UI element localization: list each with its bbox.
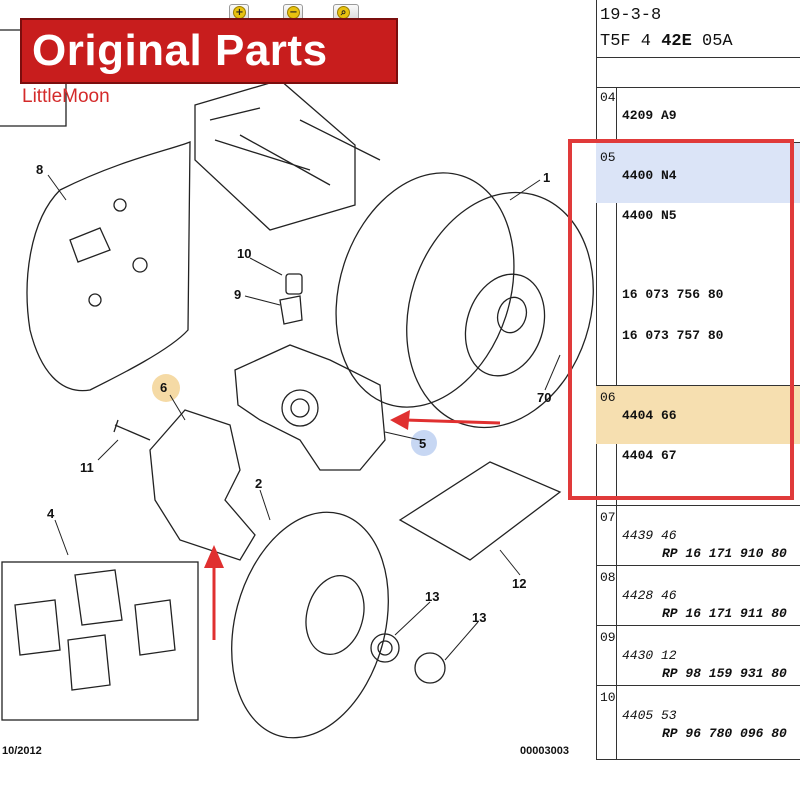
row-06-num: 06 [600, 390, 616, 405]
brake-caliper [234, 344, 386, 471]
pad-shims [398, 461, 562, 561]
banner-title: Original Parts [32, 26, 328, 75]
part-ref-rp[interactable]: RP 16 171 911 80 [662, 606, 787, 621]
brake-disc-front [231, 511, 389, 739]
part-ref[interactable]: 16 073 757 80 [622, 328, 724, 343]
part-ref-rp[interactable]: RP 96 780 096 80 [662, 726, 787, 741]
part-ref[interactable]: 4400 N4 [622, 168, 677, 183]
row-05-highlight [596, 143, 800, 203]
part-ref[interactable]: 4404 66 [622, 408, 677, 423]
row-05-num: 05 [600, 150, 616, 165]
callout-11: 12 [512, 576, 526, 591]
part-ref[interactable]: 4400 N5 [622, 208, 677, 223]
part-ref[interactable]: 16 073 756 80 [622, 287, 724, 302]
part-ref[interactable]: 4428 46 [622, 588, 677, 603]
row-04-num: 04 [600, 90, 616, 105]
panel-border [596, 0, 597, 760]
selection-highlight-box [568, 139, 794, 500]
callout-13: 13 [472, 610, 486, 625]
callout-70: 70 [537, 390, 551, 405]
brake-exploded-diagram: 8 1 10 9 6 5 70 11 2 4 12 13 13 [0, 29, 594, 739]
original-parts-banner: Original Parts [20, 18, 398, 84]
callout-5-highlight [411, 430, 437, 456]
part-ref-rp[interactable]: RP 98 159 931 80 [662, 666, 787, 681]
row-10-num: 10 [600, 690, 616, 705]
row-07-num: 07 [600, 510, 616, 525]
part-ref[interactable]: 4405 53 [622, 708, 677, 723]
red-arrows [204, 410, 501, 640]
part-ref[interactable]: 4430 12 [622, 648, 677, 663]
row-06-highlight [596, 386, 800, 444]
footer-ref: 00003003 [520, 745, 569, 757]
callout-2: 2 [255, 476, 262, 491]
backing-plate [26, 141, 191, 392]
callout-9: 10 [237, 246, 251, 261]
callout-8: 9 [234, 287, 241, 302]
callout-5: 5 [419, 436, 426, 451]
row-09-num: 09 [600, 630, 616, 645]
brand-watermark: LittleMoon [22, 86, 110, 107]
part-ref[interactable]: 4404 67 [622, 448, 677, 463]
header-line1: 19-3-8 [600, 6, 662, 25]
callout-6-highlight [152, 374, 180, 402]
callout-10: 11 [80, 460, 94, 475]
caliper-bracket [149, 409, 256, 561]
footer-date: 10/2012 [2, 745, 42, 757]
callout-12: 13 [425, 589, 439, 604]
brake-disc-rear [335, 172, 515, 408]
callout-3: 4 [47, 506, 55, 521]
part-ref-rp[interactable]: RP 16 171 910 80 [662, 546, 787, 561]
row-08-num: 08 [600, 570, 616, 585]
header-line2: T5F 4 42E 05A [600, 32, 733, 51]
brake-pad-set-box [1, 561, 199, 721]
part-ref[interactable]: 4209 A9 [622, 108, 677, 123]
callout-4: 8 [36, 162, 43, 177]
callout-1: 1 [543, 170, 550, 185]
part-ref[interactable]: 4439 46 [622, 528, 677, 543]
callout-6: 6 [160, 380, 167, 395]
